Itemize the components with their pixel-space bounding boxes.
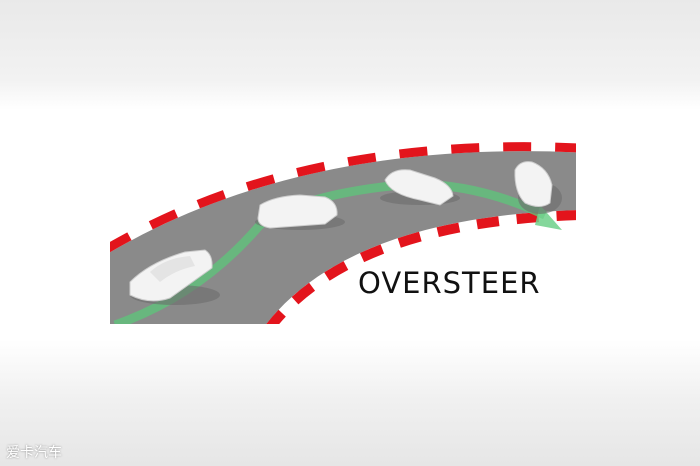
- watermark: 爱卡汽车: [6, 445, 62, 461]
- car-3: [380, 169, 460, 206]
- car-1: [129, 249, 220, 305]
- car-2: [255, 194, 345, 230]
- car-4: [514, 161, 562, 214]
- oversteer-title: OVERSTEER: [358, 266, 541, 300]
- outer-curb-red: [110, 142, 576, 253]
- inner-curb-red: [266, 210, 576, 324]
